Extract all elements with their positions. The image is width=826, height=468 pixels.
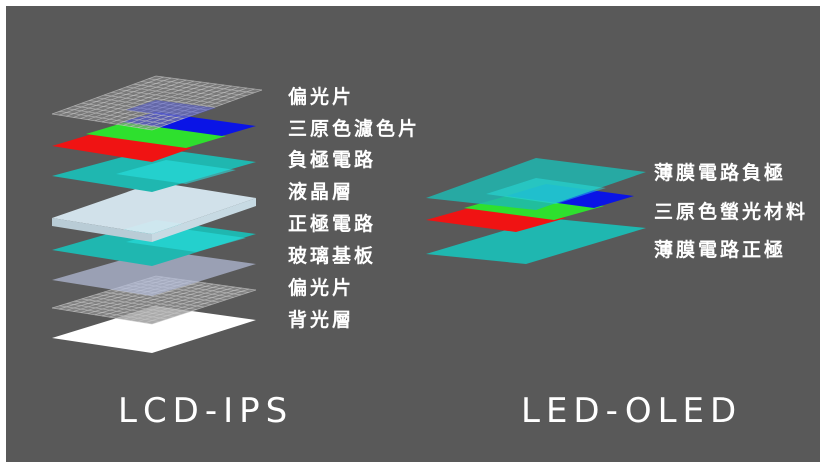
- lcd-label-glass-substrate: 玻璃基板: [288, 245, 377, 267]
- lcd-polarizer-top-grid: [51, 75, 263, 131]
- oled-label-negative-film: 薄膜電路負極: [654, 162, 787, 184]
- oled-layer-positive-film: [426, 218, 646, 264]
- lcd-layer-glass-substrate: [52, 250, 256, 296]
- lcd-label-polarizer-bottom: 偏光片: [288, 277, 355, 299]
- oled-negative-highlight: [486, 178, 606, 204]
- lcd-liquid-crystal-side: [52, 218, 152, 242]
- layer-stacks: [51, 75, 646, 353]
- lcd-filter-red: [52, 134, 192, 162]
- lcd-label-negative-circuit: 負極電路: [288, 149, 377, 171]
- lcd-label-color-filter: 三原色濾色片: [288, 118, 421, 140]
- lcd-label-liquid-crystal: 液晶層: [288, 181, 355, 203]
- lcd-layer-backlight: [52, 306, 256, 353]
- lcd-liquid-crystal-side-right: [152, 198, 256, 242]
- diagram-panel: 偏光片 三原色濾色片 負極電路 液晶層 正極電路 玻璃基板 偏光片 背光層 薄膜…: [6, 6, 820, 462]
- oled-label-emissive: 三原色螢光材料: [654, 201, 809, 223]
- oled-label-positive-film: 薄膜電路正極: [654, 239, 787, 261]
- oled-layer-negative-film: [426, 158, 646, 210]
- lcd-polarizer-top-tint: [126, 100, 216, 118]
- lcd-title: LCD-IPS: [118, 391, 294, 431]
- lcd-filter-green: [86, 122, 226, 148]
- lcd-label-positive-circuit: 正極電路: [288, 213, 377, 235]
- oled-emissive-red: [426, 206, 566, 232]
- lcd-label-backlight: 背光層: [288, 309, 355, 331]
- lcd-negative-highlight: [116, 160, 236, 184]
- oled-title: LED-OLED: [521, 391, 743, 431]
- lcd-label-polarizer-top: 偏光片: [288, 86, 355, 108]
- lcd-layer-liquid-crystal: [52, 182, 256, 234]
